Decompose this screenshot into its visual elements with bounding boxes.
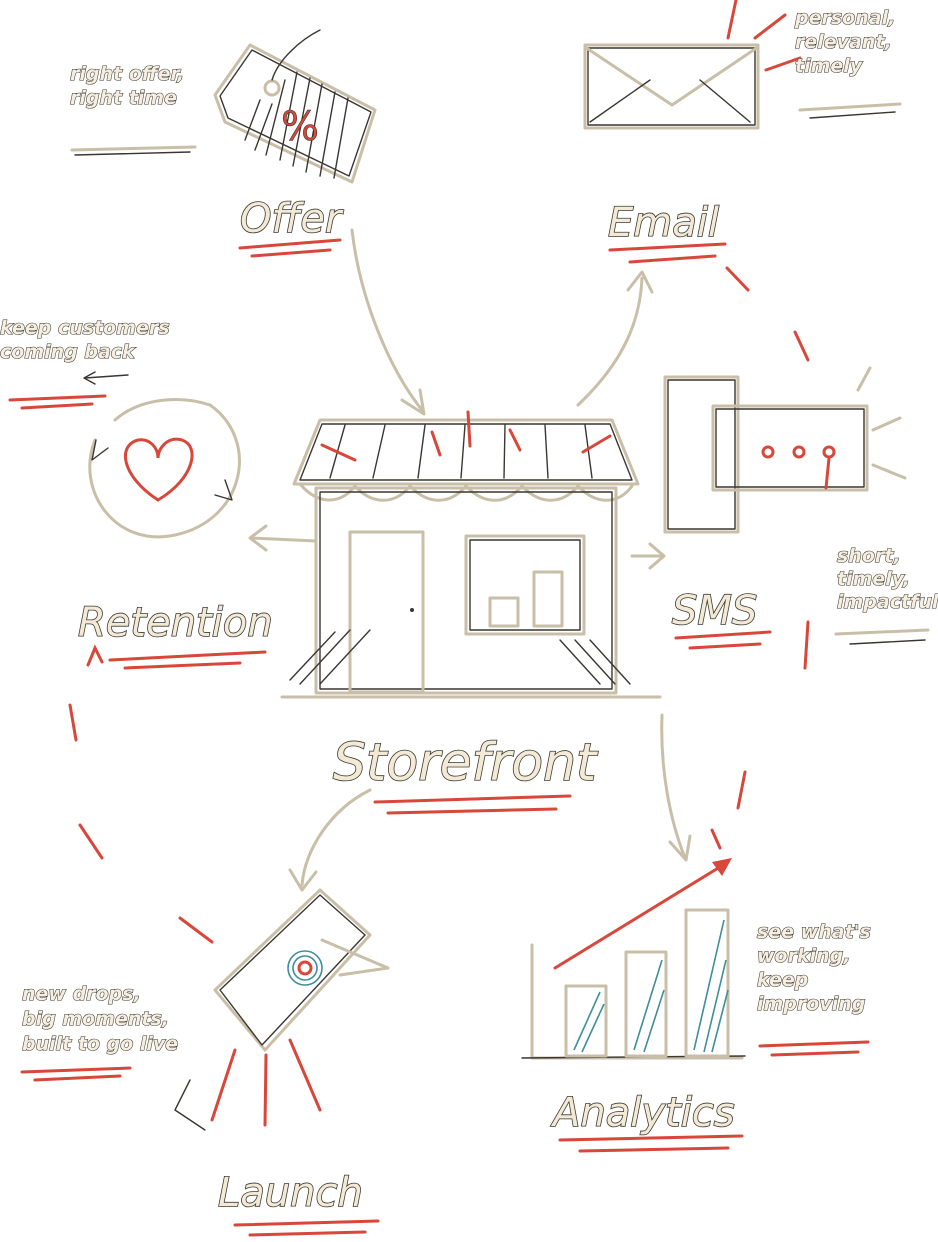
retention-note-line-1: keep customers [0,317,170,339]
store-icon [280,410,662,699]
analytics-note-line-3: keep [757,969,808,991]
arrow-storefront-to-email [576,266,810,407]
retention-note-line-2: coming back [0,341,136,363]
launch-label: Launch [218,1170,363,1216]
chat-bubble-icon [711,366,907,492]
email-label: Email [608,200,719,246]
arrow-storefront-to-sms [630,542,666,570]
phone-icon [663,375,740,534]
arrow-storefront-to-retention [248,524,318,552]
launch-note-line-2: big moments, [22,1008,169,1030]
email-note-line-2: relevant, [795,31,892,53]
offer-badge: % [281,104,319,150]
offer-label: Offer [240,196,344,242]
arrow-offer-to-storefront [350,228,426,416]
analytics-note-line-2: working, [757,945,850,967]
sms-note-line-2: timely, [837,568,910,590]
launch-node: new drops, big moments, built to go live… [20,888,390,1237]
arrow-storefront-to-analytics [660,713,692,862]
connector-arrows [248,228,810,892]
retention-label: Retention [78,600,273,646]
sms-note-line-1: short, [837,545,901,567]
analytics-node: see what's working, keep improving Analy… [521,770,871,1153]
sms-note-line-3: impactful [837,591,938,613]
retention-node: keep customers coming back Retention [0,316,273,860]
email-node: personal, relevant, timely Email [583,0,902,264]
email-note-line-3: timely [795,55,864,77]
offer-note-line-2: right time [70,87,177,109]
launch-note-line-1: new drops, [22,983,141,1005]
analytics-note-line-4: improving [757,993,865,1015]
heart-icon [123,437,194,502]
bar-chart-icon [521,770,747,1060]
launch-note-line-3: built to go live [22,1033,178,1055]
sms-label: SMS [672,588,757,634]
rocket-icon [174,888,390,1131]
sms-node: short, timely, impactful SMS [663,366,938,670]
storefront-node: Storefront [280,410,662,815]
arrow-storefront-to-launch [288,788,372,892]
email-note-line-1: personal, [794,7,895,29]
envelope-icon [583,0,802,130]
offer-node: % right offer, right time Offer [69,29,377,258]
analytics-label: Analytics [550,1090,735,1136]
price-tag-icon: % [213,29,377,184]
offer-note-line-1: right offer, [70,63,184,85]
heart-cycle-icon [88,398,241,539]
storefront-label: Storefront [333,733,598,793]
analytics-note-line-1: see what's [757,921,871,943]
